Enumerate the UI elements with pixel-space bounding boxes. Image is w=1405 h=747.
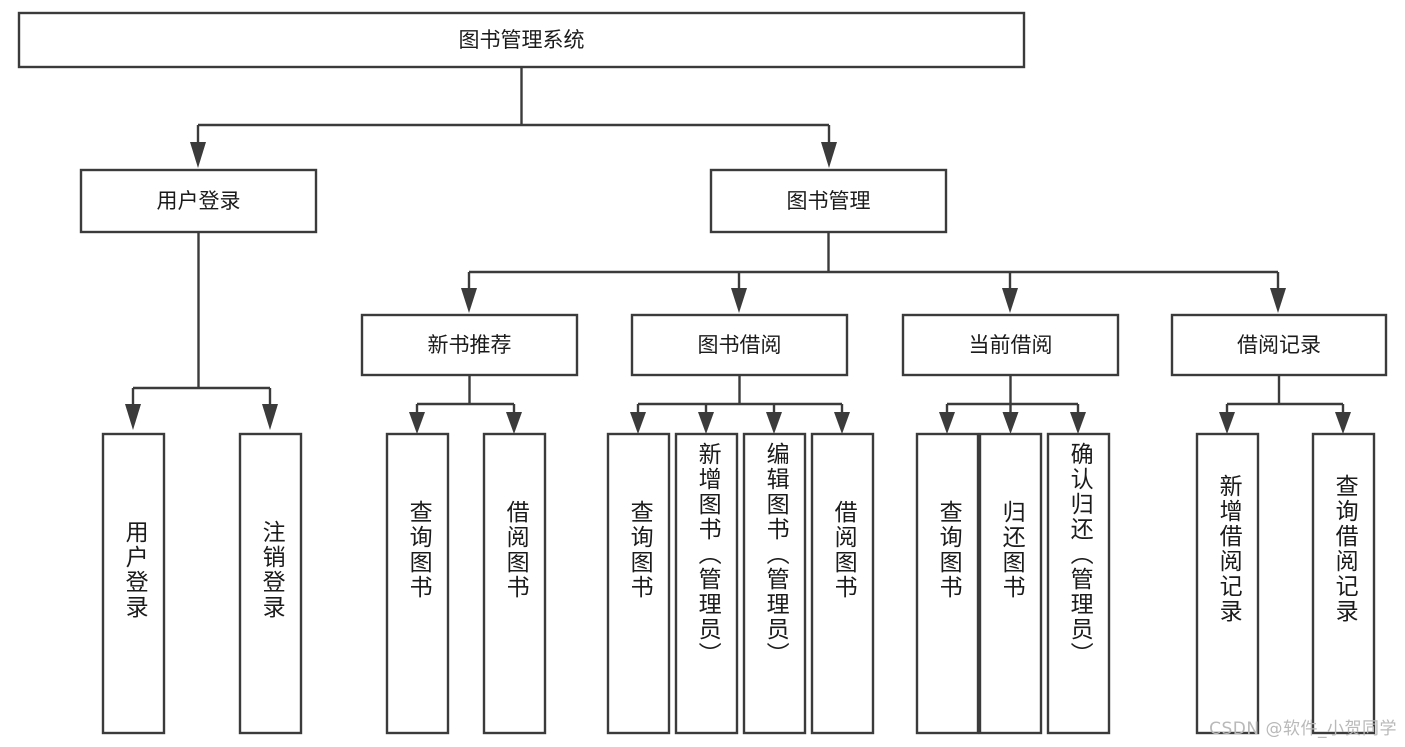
watermark-label: CSDN @软件_小贺同学 — [1209, 719, 1397, 739]
node-borrow-record-label: 借阅记录 — [1237, 333, 1321, 357]
arrow-head-icon — [262, 404, 278, 430]
leaf-box-borrow-book-recommend[interactable] — [482, 432, 547, 735]
node-root-label: 图书管理系统 — [459, 28, 585, 52]
leaf-box-query-book-borrow[interactable] — [606, 432, 671, 735]
node-new-book-recommend-box[interactable] — [360, 313, 579, 377]
arrow-head-icon — [1219, 412, 1235, 434]
connector-book-management-to-level3 — [461, 232, 1286, 313]
arrow-head-icon — [409, 412, 425, 434]
connector-root-to-level2 — [190, 67, 837, 168]
arrow-head-icon — [766, 412, 782, 434]
connector-book-borrow-to-leaves — [630, 375, 850, 434]
leaf-box-return-book[interactable] — [978, 432, 1043, 735]
node-book-management[interactable]: 图书管理 — [709, 168, 948, 234]
arrow-head-icon — [1002, 288, 1018, 313]
node-user-login-box[interactable] — [79, 168, 318, 234]
arrow-head-icon — [821, 142, 837, 168]
leaf-box-add-book-admin[interactable] — [674, 432, 739, 735]
connector-new-book-recommend-to-leaves — [409, 375, 522, 434]
leaf-box-edit-book-admin[interactable] — [742, 432, 807, 735]
node-book-borrow-label: 图书借阅 — [698, 333, 782, 357]
node-root-box[interactable] — [17, 11, 1026, 69]
leaf-box-query-borrow-record[interactable] — [1311, 432, 1376, 735]
arrow-head-icon — [630, 412, 646, 434]
arrow-head-icon — [731, 288, 747, 313]
arrow-head-icon — [125, 404, 141, 430]
node-current-borrow[interactable]: 当前借阅 — [901, 313, 1120, 377]
leaf-box-logout[interactable] — [238, 432, 303, 735]
connector-user-login-to-leaves — [125, 232, 278, 430]
connector-borrow-record-to-leaves — [1219, 375, 1351, 434]
leaf-box-add-borrow-record[interactable] — [1195, 432, 1260, 735]
arrow-head-icon — [506, 412, 522, 434]
arrow-head-icon — [834, 412, 850, 434]
connector-current-borrow-to-leaves — [939, 375, 1086, 434]
leaf-box-user-login[interactable] — [101, 432, 166, 735]
node-user-login-label: 用户登录 — [157, 189, 241, 213]
leaf-box-borrow-book[interactable] — [810, 432, 875, 735]
arrow-head-icon — [1002, 412, 1019, 434]
node-borrow-record[interactable]: 借阅记录 — [1170, 313, 1388, 377]
node-current-borrow-label: 当前借阅 — [969, 333, 1053, 357]
leaf-box-query-book-recommend[interactable] — [385, 432, 450, 735]
node-user-login[interactable]: 用户登录 — [79, 168, 318, 234]
arrow-head-icon — [461, 288, 477, 313]
node-book-management-label: 图书管理 — [787, 189, 871, 213]
arrow-head-icon — [190, 142, 206, 168]
leaf-box-confirm-return-admin[interactable] — [1046, 432, 1111, 735]
node-new-book-recommend-label: 新书推荐 — [428, 333, 512, 357]
node-current-borrow-box[interactable] — [901, 313, 1120, 377]
leaf-box-query-book-current[interactable] — [915, 432, 980, 735]
node-book-borrow[interactable]: 图书借阅 — [630, 313, 849, 377]
arrow-head-icon — [1070, 412, 1086, 434]
arrow-head-icon — [1270, 288, 1286, 313]
arrow-head-icon — [698, 412, 714, 434]
node-new-book-recommend[interactable]: 新书推荐 — [360, 313, 579, 377]
node-root[interactable]: 图书管理系统 — [17, 11, 1026, 69]
arrow-head-icon — [939, 412, 955, 434]
arrow-head-icon — [1335, 412, 1351, 434]
